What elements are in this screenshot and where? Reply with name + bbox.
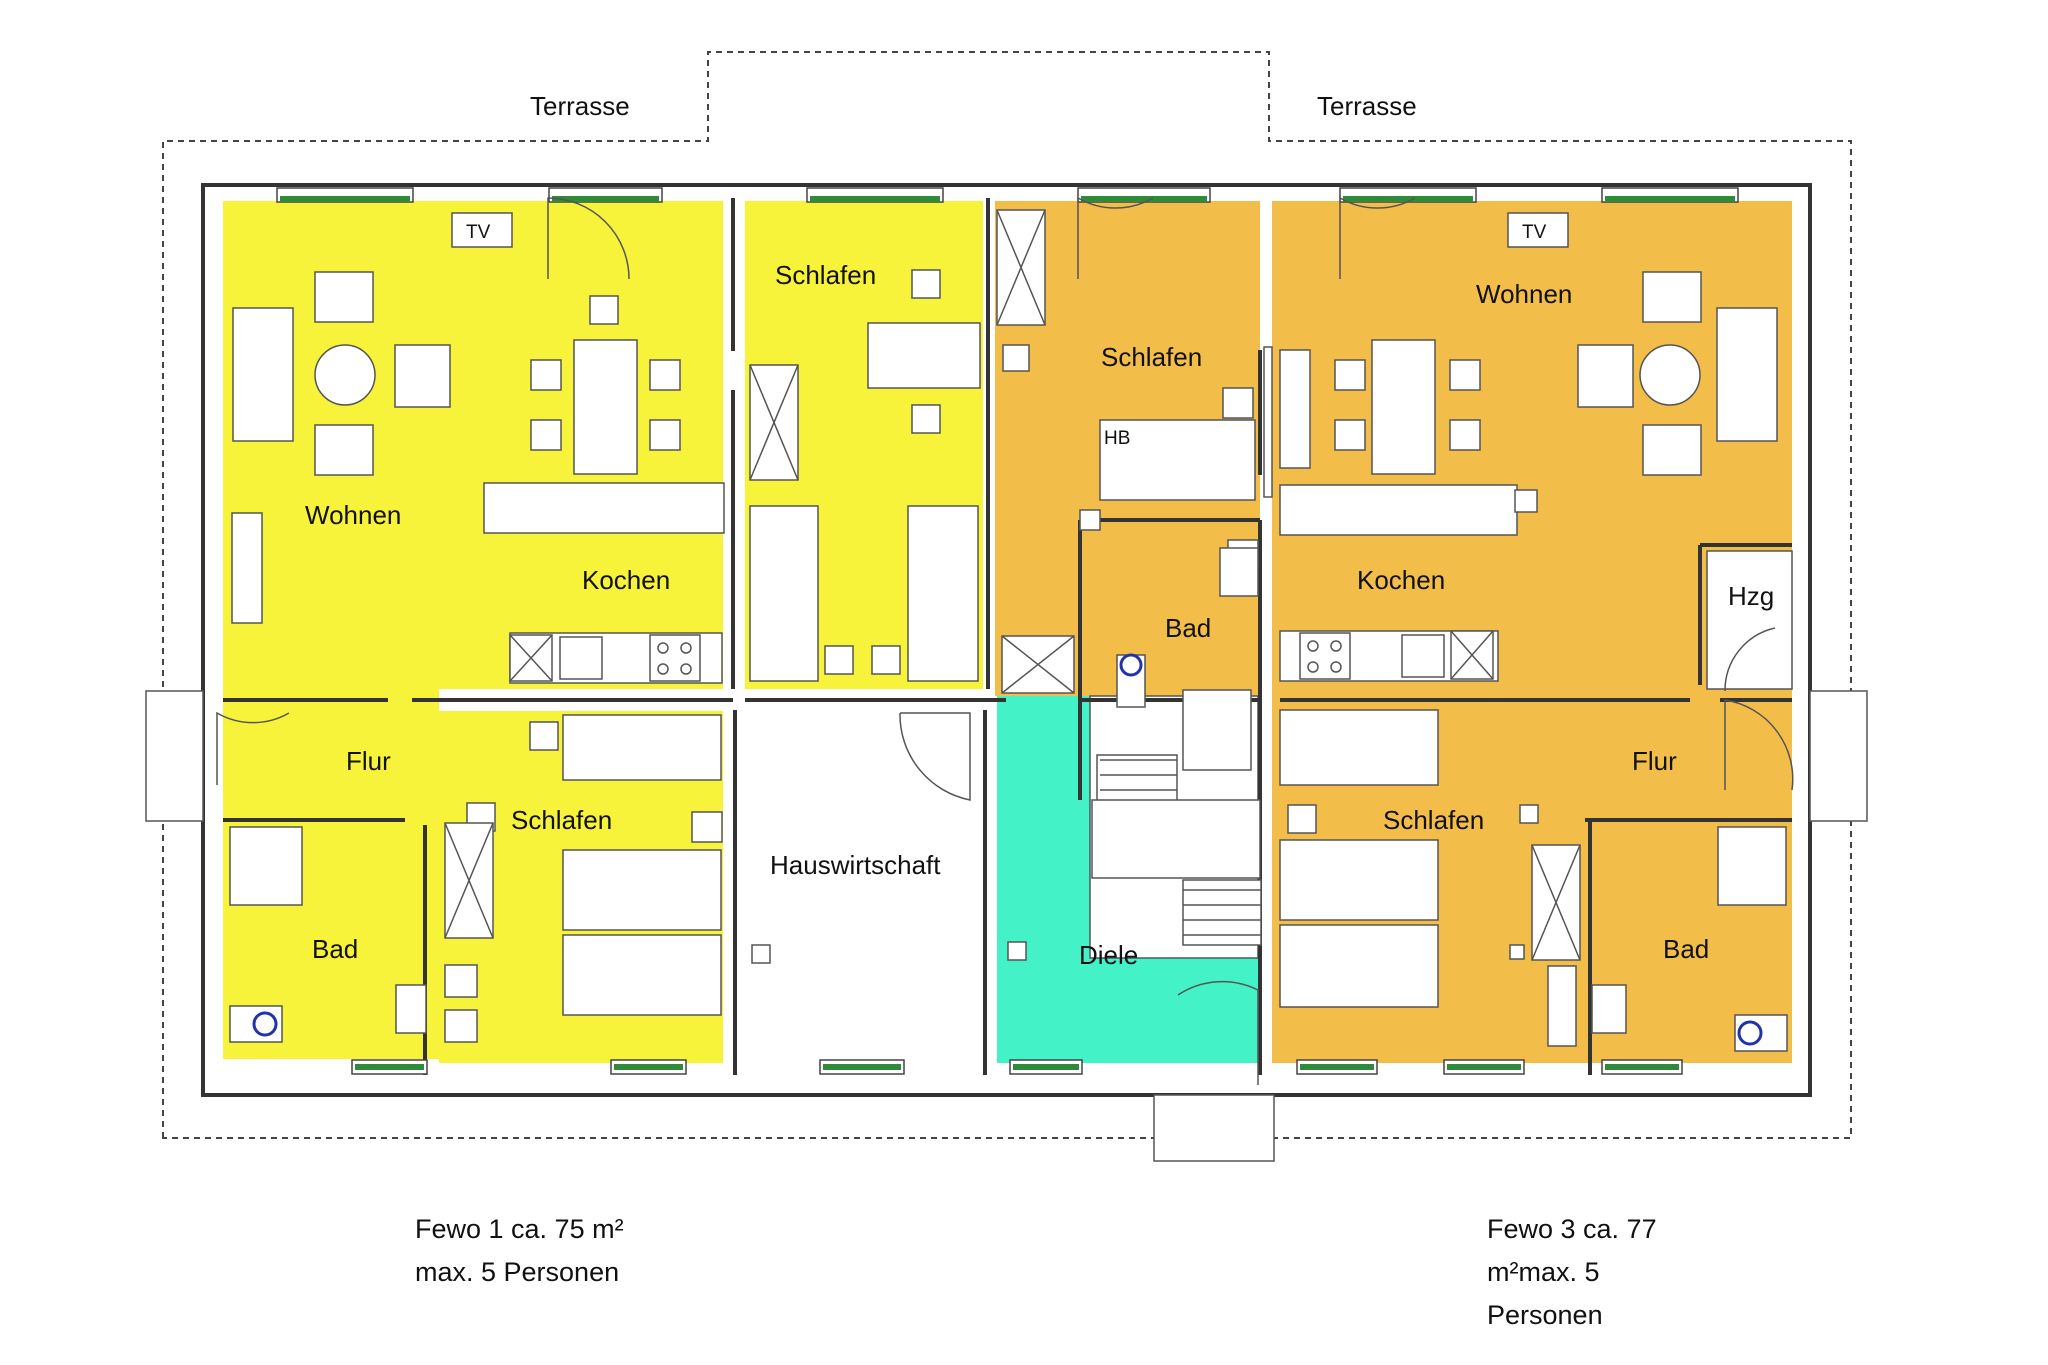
bed <box>1279 709 1439 786</box>
fewo1-bad-label: Bad <box>312 934 358 964</box>
fewo1-flur-label: Flur <box>346 746 391 776</box>
fewo3-hb-label: HB <box>1104 428 1130 449</box>
dining-table <box>573 339 638 475</box>
washbasin <box>1219 547 1259 597</box>
bed <box>562 849 722 931</box>
windows <box>276 187 1739 1075</box>
fewo3-kochen-label: Kochen <box>1357 565 1445 595</box>
fewo3-hzg-label: Hzg <box>1728 581 1774 611</box>
tv-box <box>451 212 513 248</box>
outer-wall <box>201 183 1812 1097</box>
fewo3-wohnen-label: Wohnen <box>1476 279 1572 309</box>
fewo3-tv-label: TV <box>1522 222 1547 243</box>
fewo3-note-line1: Fewo 3 ca. 77 <box>1487 1214 1657 1244</box>
fewo1-schlafen-top-label: Schlafen <box>775 260 876 290</box>
tv-box <box>1507 212 1569 248</box>
bed <box>1099 419 1256 501</box>
fewo3-schlafen-top-label: Schlafen <box>1101 342 1202 372</box>
front-porch <box>1153 1094 1275 1162</box>
fewo1-kochen-label: Kochen <box>582 565 670 595</box>
fewo3-bad-label: Bad <box>1663 934 1709 964</box>
sink <box>1401 634 1445 678</box>
stairs <box>1182 879 1262 946</box>
hauswirtschaft-fill <box>745 711 977 1063</box>
stove <box>649 634 701 682</box>
fewo1-schlafen-bottom-label: Schlafen <box>511 805 612 835</box>
fewo1-wohnen-label: Wohnen <box>305 500 401 530</box>
kitchen-counter <box>483 482 725 534</box>
dining-table <box>1371 339 1436 475</box>
fewo1-tv-label: TV <box>466 222 491 243</box>
fewo3-flur-label: Flur <box>1632 746 1677 776</box>
terrace-outline <box>162 51 1852 1139</box>
fewo3-note-line3: Personen <box>1487 1300 1603 1330</box>
bed <box>562 934 722 1016</box>
stairs <box>1091 799 1261 879</box>
fewo1-note-line1: Fewo 1 ca. 75 m² <box>415 1214 624 1244</box>
bed <box>907 505 979 682</box>
sink <box>559 636 603 680</box>
sofa <box>1716 307 1778 442</box>
round-table <box>1639 344 1701 406</box>
toilet-bowl-icon <box>1119 653 1143 677</box>
doors <box>216 196 1794 1085</box>
west-annex <box>145 690 204 822</box>
terrace-right-label: Terrasse <box>1317 91 1417 121</box>
bed <box>1279 924 1439 1008</box>
fewo3-furniture <box>996 209 1788 1052</box>
labels: Terrasse Terrasse TV Wohnen Kochen Schla… <box>305 91 1774 1330</box>
fewo3-bad-top-label: Bad <box>1165 613 1211 643</box>
stove <box>1299 632 1351 680</box>
round-table <box>314 344 376 406</box>
kitchen-counter <box>1279 484 1518 536</box>
sofa <box>232 307 294 442</box>
bed <box>1279 839 1439 921</box>
fewo1-wohnen-kochen-fill <box>223 201 723 689</box>
toilet-bowl-icon <box>1737 1020 1763 1046</box>
fewo1-note-line2: max. 5 Personen <box>415 1257 619 1287</box>
interior-walls <box>223 198 1792 1075</box>
washbasin <box>1591 984 1627 1034</box>
toilet-bowl-icon <box>252 1011 278 1037</box>
fewo3-note-line2: m²max. 5 <box>1487 1257 1600 1287</box>
east-annex <box>1809 690 1868 822</box>
bed <box>749 505 819 682</box>
fewo3-schlafen-bottom-label: Schlafen <box>1383 805 1484 835</box>
fewo1-furniture <box>229 212 981 1043</box>
bed <box>562 714 722 781</box>
washbasin <box>395 984 427 1034</box>
hzg-white <box>1706 550 1793 690</box>
diele-label: Diele <box>1079 940 1138 970</box>
hauswirtschaft-label: Hauswirtschaft <box>770 850 941 880</box>
terrace-left-label: Terrasse <box>530 91 630 121</box>
